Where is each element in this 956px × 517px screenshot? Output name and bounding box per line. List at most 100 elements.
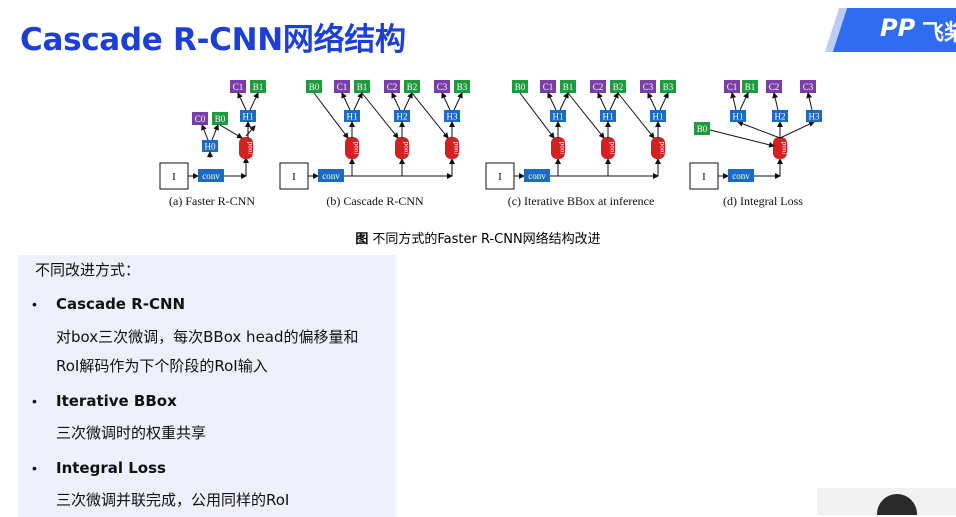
image-input-c: I	[485, 162, 515, 190]
svg-text:B1: B1	[563, 82, 574, 92]
bbox-B1-c: B1	[560, 80, 576, 93]
webcam-overlay	[817, 488, 956, 515]
item-title-integral: Integral Loss	[56, 459, 166, 477]
svg-text:C3: C3	[803, 82, 814, 92]
svg-text:B0: B0	[697, 124, 708, 134]
item-title-cascade: Cascade R-CNN	[56, 295, 186, 313]
svg-text:pool: pool	[453, 142, 461, 155]
svg-text:H1: H1	[653, 112, 664, 122]
item-desc-line: RoI解码作为下个阶段的RoI输入	[56, 357, 268, 375]
pool-d: pool	[773, 137, 789, 159]
head-H1-c: H1	[550, 110, 566, 122]
head-H3-b: H3	[444, 110, 460, 122]
pool-a: pool	[239, 137, 255, 159]
svg-text:B0: B0	[309, 82, 320, 92]
arrow	[772, 92, 779, 111]
bbox-B3-b: B3	[454, 80, 470, 93]
svg-text:B0: B0	[515, 82, 526, 92]
head-H1-c: H1	[600, 110, 616, 122]
arrow-box-to-pool	[617, 92, 655, 139]
svg-text:pool: pool	[559, 142, 567, 155]
head-H1-d: H1	[730, 110, 746, 122]
svg-text:I: I	[292, 171, 296, 183]
arrow	[391, 92, 401, 111]
pool-b-2: pool	[395, 137, 411, 159]
conv-box-b: conv	[318, 169, 344, 182]
head-H2-d: H2	[772, 110, 788, 122]
bbox-B2-b: B2	[404, 80, 420, 93]
arrow-box-to-pool	[709, 129, 775, 148]
arrow	[609, 92, 619, 111]
svg-text:H3: H3	[447, 112, 458, 122]
panel-caption-d: (d) Integral Loss	[723, 194, 803, 208]
class-C2-b: C2	[384, 80, 400, 93]
svg-text:B1: B1	[253, 82, 264, 92]
image-input-d: I	[689, 162, 719, 190]
svg-text:pool: pool	[403, 142, 411, 155]
arrow	[737, 120, 781, 139]
presenter-silhouette	[877, 494, 917, 515]
panel-caption-b: (b) Cascade R-CNN	[326, 194, 424, 208]
arrow	[453, 92, 463, 111]
class-C2-c: C2	[590, 80, 606, 93]
svg-text:pool: pool	[609, 142, 617, 155]
svg-text:conv: conv	[732, 171, 750, 181]
svg-text:B2: B2	[407, 82, 418, 92]
figure-caption-text: 不同方式的Faster R-CNN网络结构改进	[372, 232, 601, 247]
svg-text:H0: H0	[205, 142, 216, 152]
svg-text:C1: C1	[727, 82, 738, 92]
class-C1-a: C1	[230, 80, 246, 93]
svg-text:C1: C1	[337, 82, 348, 92]
arrow	[659, 92, 669, 111]
pool-b-3: pool	[445, 137, 461, 159]
svg-text:conv: conv	[202, 171, 220, 181]
svg-text:C0: C0	[195, 114, 206, 124]
arrow	[779, 121, 815, 139]
arrow	[211, 124, 219, 141]
svg-text:C2: C2	[769, 82, 780, 92]
item-desc-line: 三次微调并联完成，公用同样的RoI	[56, 491, 290, 509]
arrow-box-to-pool	[567, 92, 605, 139]
paddle-logo-icon: PP	[880, 14, 916, 42]
image-input-a: I	[159, 162, 189, 190]
svg-text:B1: B1	[745, 82, 756, 92]
svg-text:I: I	[702, 171, 706, 183]
head-H1-b: H1	[344, 110, 360, 122]
bullet-3: •	[32, 460, 37, 476]
head-H0-a: H0	[202, 140, 218, 152]
arrow	[245, 125, 256, 137]
svg-text:B0: B0	[215, 114, 226, 124]
svg-text:I: I	[172, 171, 176, 183]
conv-box-c: conv	[524, 169, 550, 182]
figure-caption-prefix: 图	[355, 232, 369, 247]
svg-text:B2: B2	[613, 82, 624, 92]
head-H2-b: H2	[394, 110, 410, 122]
svg-text:C1: C1	[543, 82, 554, 92]
bullet-2: •	[32, 393, 37, 409]
class-C1-c: C1	[540, 80, 556, 93]
arrow	[441, 92, 451, 111]
class-C1-b: C1	[334, 80, 350, 93]
arrow-box-to-pool	[313, 92, 349, 139]
arrow	[739, 92, 749, 111]
arrow-box-to-pool	[519, 92, 555, 139]
bbox-B0-a: B0	[212, 112, 228, 125]
bbox-B0-c: B0	[512, 80, 528, 93]
bbox-B1-a: B1	[250, 80, 266, 93]
arrow-box-to-pool	[361, 92, 399, 139]
arrow	[647, 92, 657, 111]
pool-c-2: pool	[601, 137, 617, 159]
arrow	[219, 124, 243, 139]
svg-text:pool: pool	[353, 142, 361, 155]
svg-text:C1: C1	[233, 82, 244, 92]
svg-text:B3: B3	[457, 82, 468, 92]
svg-text:C2: C2	[593, 82, 604, 92]
arrow	[249, 92, 259, 111]
svg-text:H2: H2	[775, 112, 786, 122]
svg-text:H1: H1	[603, 112, 614, 122]
item-desc-line: 对box三次微调，每次BBox head的偏移量和	[56, 328, 359, 346]
slide-title: Cascade R-CNN网络结构	[20, 22, 406, 58]
item-desc-line: 三次微调时的权重共享	[56, 424, 207, 442]
svg-text:B1: B1	[357, 82, 368, 92]
head-H3-d: H3	[806, 110, 822, 122]
